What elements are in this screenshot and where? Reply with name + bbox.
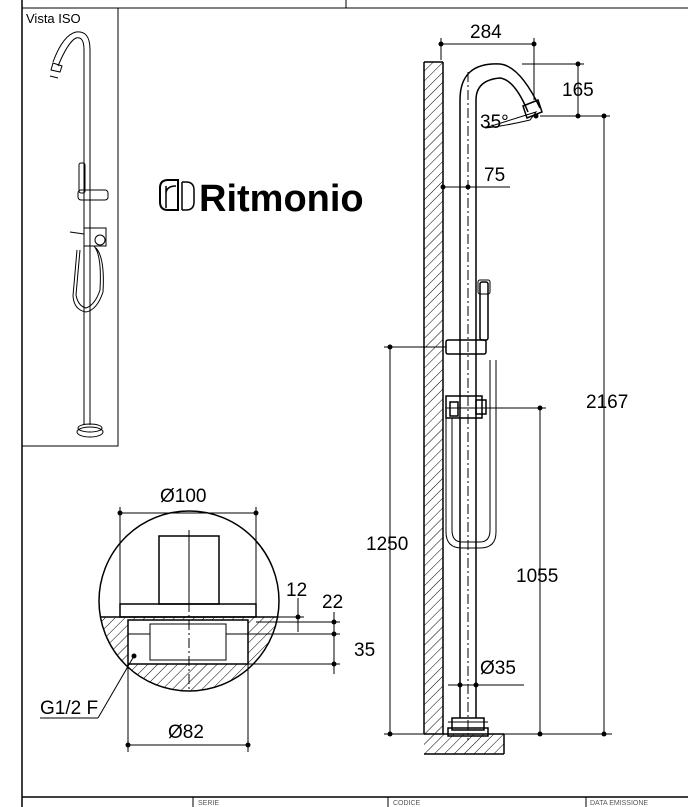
brand-name: Ritmonio (199, 178, 364, 220)
dim-spout-reach-label: 284 (470, 22, 502, 43)
dim-column-diameter: Ø35 (448, 658, 524, 688)
dim-mixer-height-label: 1055 (516, 566, 558, 587)
wall-section (423, 61, 444, 734)
dim-depth-12: 12 (256, 580, 307, 632)
dim-depth-22-label: 22 (322, 592, 343, 613)
dim-spout-reach: 284 (438, 22, 537, 100)
iso-view: Vista ISO (21, 7, 119, 447)
dim-total-height-label: 2167 (586, 392, 628, 413)
dim-mixer-height: 1055 (486, 405, 558, 737)
dim-base-diameter: Ø82 (125, 664, 251, 752)
iso-view-frame (21, 7, 119, 447)
title-block-codice: CODICE (393, 800, 421, 807)
floor-section (424, 733, 505, 755)
dim-total-height: 2167 (504, 113, 628, 737)
dim-spout-drop: 165 (522, 61, 594, 119)
dim-hand-shower-height: 1250 (366, 344, 446, 737)
dim-base-diameter-label: Ø82 (168, 722, 204, 743)
r-monogram-logo (159, 179, 195, 211)
dim-spout-drop-label: 165 (562, 80, 594, 101)
dim-wall-offset: 75 (440, 165, 510, 190)
dim-flange-diameter-label: Ø100 (160, 486, 206, 507)
brand: Ritmonio (159, 178, 364, 220)
dim-thread-label: G1/2 F (40, 698, 98, 719)
front-view: 284 165 35° 75 2167 (366, 22, 628, 755)
dim-hand-shower-height-label: 1250 (366, 534, 408, 555)
title-block-data: DATA EMISSIONE (590, 800, 648, 807)
iso-shower-drawing (49, 31, 109, 438)
dim-thread: G1/2 F (40, 653, 137, 719)
mixer-valve (445, 395, 487, 419)
dim-depth-35-label: 35 (354, 640, 375, 661)
dim-depth-22: 22 (256, 592, 343, 632)
detail-circle (98, 510, 280, 692)
detail-view: Ø100 12 22 35 G1/2 (40, 486, 375, 752)
dim-column-diameter-label: Ø35 (480, 658, 516, 679)
dim-wall-offset-label: 75 (484, 165, 505, 186)
hose (445, 360, 497, 549)
dim-depth-12-label: 12 (286, 580, 307, 601)
iso-view-label: Vista ISO (26, 11, 81, 26)
title-block-serie: SERIE (198, 800, 219, 807)
dim-depth-35: 35 (248, 631, 375, 674)
dim-flange-diameter: Ø100 (117, 486, 259, 604)
dim-spout-angle-label: 35° (480, 112, 509, 133)
title-block: SERIE CODICE DATA EMISSIONE (198, 800, 648, 807)
